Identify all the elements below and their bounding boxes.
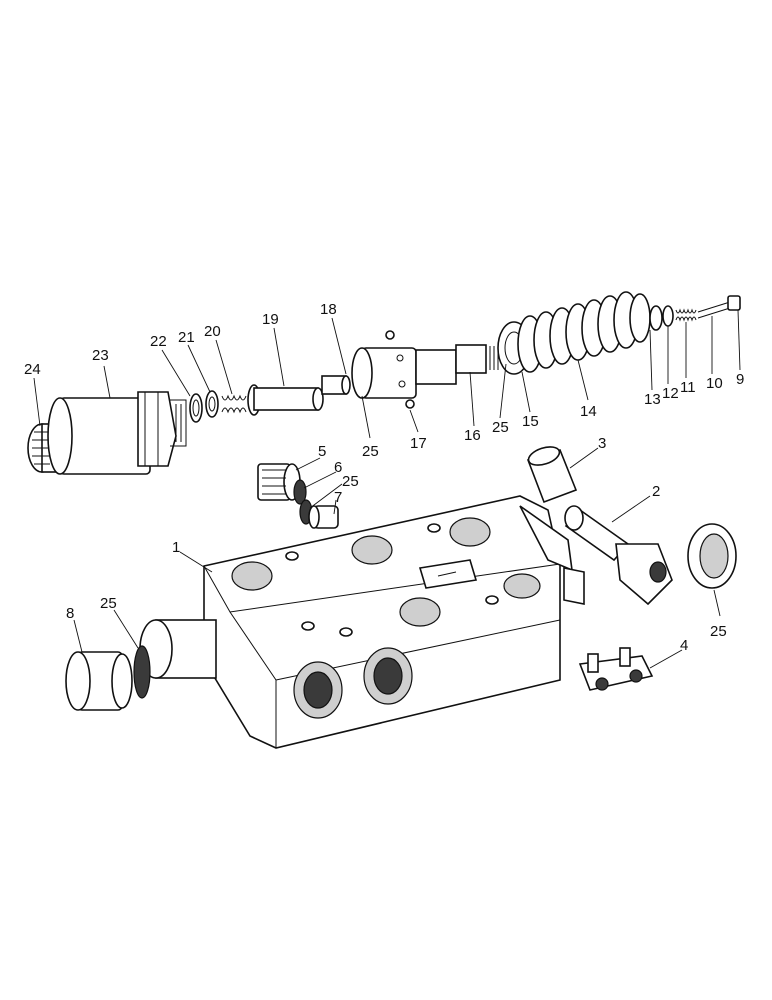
callout-13: 13	[644, 391, 661, 408]
callout-11: 11	[680, 379, 696, 396]
part-2-link	[564, 505, 673, 606]
callouts: 24 23 22 21 20 19 18 25 17 16 25 15 14 1…	[24, 301, 744, 654]
callout-25-upper: 25	[362, 443, 379, 460]
part-23-sleeve	[47, 391, 187, 475]
callout-25-right: 25	[710, 623, 727, 640]
spool-assembly	[27, 291, 741, 475]
callout-17: 17	[410, 435, 427, 452]
part-13-washer	[649, 305, 663, 331]
callout-3: 3	[598, 435, 606, 452]
callout-22: 22	[150, 333, 167, 350]
part-20-spring	[221, 394, 247, 414]
part-16-coupling	[351, 344, 499, 399]
part-8-plug	[65, 651, 133, 711]
callout-12: 12	[662, 385, 679, 402]
part-5-plug	[257, 463, 301, 501]
callout-8: 8	[66, 605, 74, 622]
callout-2: 2	[652, 483, 660, 500]
part-25-ring-right	[687, 523, 737, 589]
callout-15: 15	[522, 413, 539, 430]
callout-5: 5	[318, 443, 326, 460]
part-19-pin	[247, 384, 324, 416]
part-25-ring-left	[133, 645, 151, 699]
part-14-spring-stack	[517, 291, 651, 373]
callout-19: 19	[262, 311, 279, 328]
part-9-10-bolt	[697, 295, 741, 319]
callout-10: 10	[706, 375, 723, 392]
callout-25-left: 25	[100, 595, 117, 612]
callout-18: 18	[320, 301, 337, 318]
part-12-washer	[662, 305, 674, 327]
part-6-ring	[293, 479, 307, 505]
callout-6: 6	[334, 459, 342, 476]
callout-4: 4	[680, 637, 688, 654]
part-22-ring	[189, 393, 203, 423]
callout-7: 7	[334, 489, 342, 506]
part-4-link-plate	[578, 647, 654, 691]
callout-14: 14	[580, 403, 597, 420]
part-3-sleeve	[526, 446, 578, 504]
callout-9: 9	[736, 371, 744, 388]
callout-20: 20	[204, 323, 221, 340]
callout-23: 23	[92, 347, 109, 364]
part-17-balls	[385, 330, 415, 409]
callout-16: 16	[464, 427, 481, 444]
callout-25-mid: 25	[492, 419, 509, 436]
part-7-poppet	[308, 505, 339, 529]
callout-24: 24	[24, 361, 41, 378]
callout-25-small: 25	[342, 473, 359, 490]
part-1-valve-body	[139, 495, 585, 749]
leader-lines	[33, 309, 741, 669]
part-11-spring	[675, 308, 697, 322]
part-21-washer	[205, 390, 219, 418]
valve-parts-5-7	[257, 463, 339, 529]
callout-1: 1	[172, 539, 180, 556]
callout-21: 21	[178, 329, 195, 346]
